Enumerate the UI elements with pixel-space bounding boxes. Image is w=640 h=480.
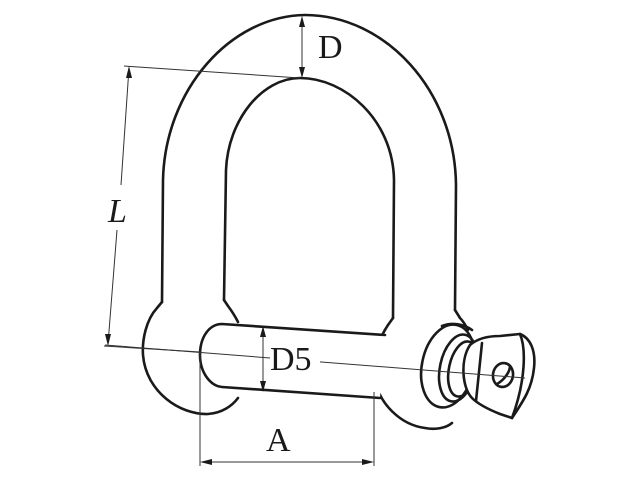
dimension-D5-label: D5 (270, 341, 312, 378)
dimension-L-line-upper (120, 67, 130, 186)
dimension-A-arrow-left (200, 459, 212, 465)
dimension-D-arrow-bottom (299, 67, 305, 78)
dimension-A: A (199, 352, 375, 466)
left-ear (141, 300, 240, 416)
dimension-A-label: A (266, 422, 291, 459)
pin-head-eye-hole-inner (495, 364, 512, 386)
dimension-L-extension-top (123, 65, 301, 79)
dimension-D5-arrow-top (260, 326, 266, 337)
pin-head-tab-edge (474, 341, 484, 403)
dimension-L-label: L (107, 193, 127, 230)
dimension-L-arrow-bottom (105, 334, 111, 346)
left-ear-inner-edge (222, 298, 240, 324)
dimension-L-arrow-top (126, 66, 132, 78)
dimension-D5: D5 (260, 326, 320, 392)
shackle-outer-contour (160, 13, 458, 312)
dimension-D5-label-bg (270, 340, 320, 370)
dimension-L-line-lower (107, 229, 118, 345)
dimension-A-arrow-right (362, 459, 374, 465)
right-ear-outer-edge (453, 308, 470, 332)
dimension-L: L (103, 65, 301, 353)
dimension-D-arrow-top (299, 16, 305, 27)
shackle-pin (198, 322, 536, 420)
shackle-inner-contour (222, 76, 396, 320)
dimension-D5-arrow-bottom (260, 381, 266, 392)
dimension-L-extension-bottom (103, 345, 201, 353)
dimension-D-label: D (318, 29, 343, 66)
dimension-D: D (299, 16, 343, 78)
pin-head-tab-side (510, 332, 526, 420)
pin-collar-rim (440, 322, 474, 332)
